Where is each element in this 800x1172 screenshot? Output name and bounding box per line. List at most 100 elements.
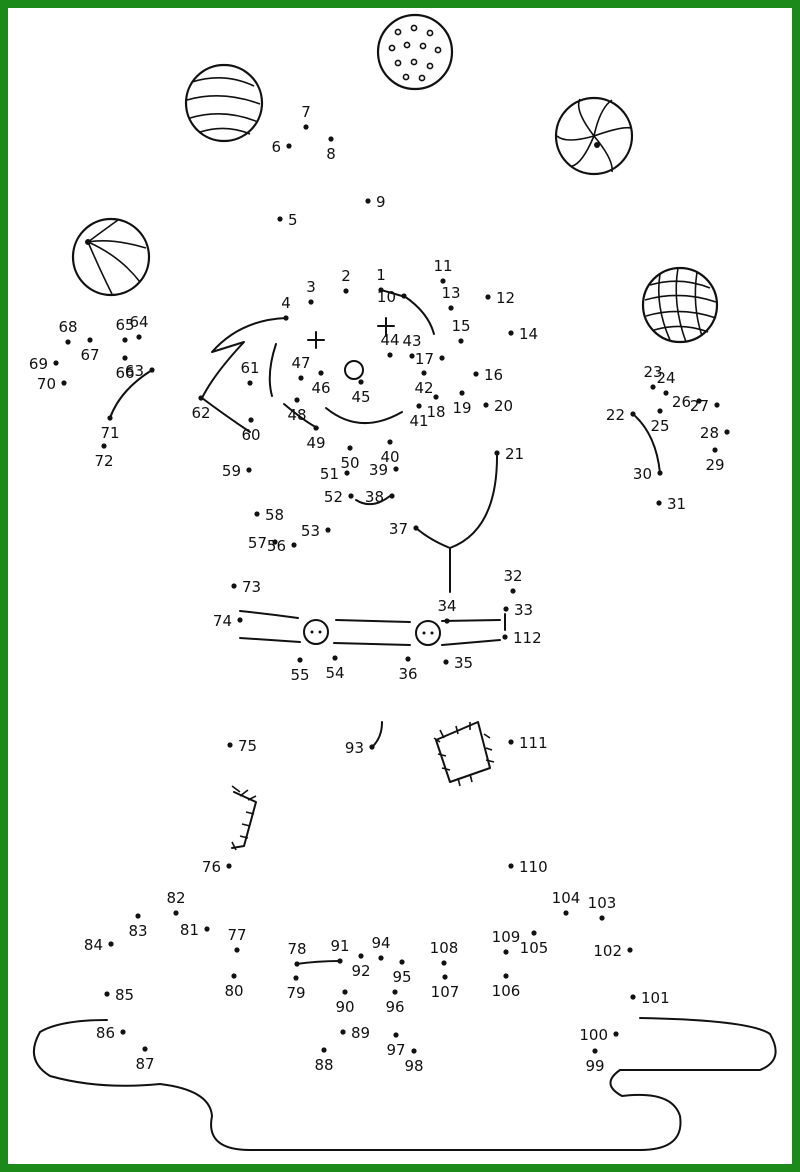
dot-label: 45 <box>351 388 370 406</box>
dot-36 <box>405 656 411 662</box>
dot-37 <box>413 525 419 531</box>
dot-51 <box>344 470 350 476</box>
dot-label: 50 <box>340 454 359 472</box>
dot-label: 59 <box>222 462 241 480</box>
dot-label: 104 <box>552 889 581 907</box>
dot-102 <box>627 947 633 953</box>
dot-label: 60 <box>241 426 260 444</box>
dot-label: 111 <box>519 734 548 752</box>
dot-103 <box>599 915 605 921</box>
dot-88 <box>321 1047 327 1053</box>
dot-label: 49 <box>306 434 325 452</box>
dot-106 <box>503 973 509 979</box>
dot-label: 71 <box>100 424 119 442</box>
dot-110 <box>508 863 514 869</box>
dot-72 <box>101 443 107 449</box>
dot-label: 65 <box>115 316 134 334</box>
dot-label: 47 <box>291 354 310 372</box>
dot-82 <box>173 910 179 916</box>
dot-66 <box>122 355 128 361</box>
dot-111 <box>508 739 514 745</box>
dot-label: 63 <box>125 362 144 380</box>
dot-label: 78 <box>287 940 306 958</box>
dot-9 <box>365 198 371 204</box>
dot-25 <box>657 408 663 414</box>
dot-label: 77 <box>227 926 246 944</box>
dot-label: 46 <box>311 379 330 397</box>
dot-101 <box>630 994 636 1000</box>
dot-23 <box>650 384 656 390</box>
dot-83 <box>135 913 141 919</box>
dot-64 <box>136 334 142 340</box>
dot-78 <box>294 961 300 967</box>
dot-99 <box>592 1048 598 1054</box>
dot-6 <box>286 143 292 149</box>
dot-76 <box>226 863 232 869</box>
dot-label: 4 <box>281 294 291 312</box>
dot-label: 79 <box>286 984 305 1002</box>
dot-label: 53 <box>301 522 320 540</box>
dot-label: 27 <box>690 397 709 415</box>
dot-label: 85 <box>115 986 134 1004</box>
dot-label: 112 <box>513 629 542 647</box>
dot-3 <box>308 299 314 305</box>
dot-label: 12 <box>496 289 515 307</box>
dot-59 <box>246 467 252 473</box>
dot-label: 96 <box>385 998 404 1016</box>
dot-label: 35 <box>454 654 473 672</box>
dot-4 <box>283 315 289 321</box>
dot-89 <box>340 1029 346 1035</box>
dot-label: 67 <box>80 346 99 364</box>
dot-label: 87 <box>135 1055 154 1073</box>
dot-13 <box>448 305 454 311</box>
dot-93 <box>369 744 375 750</box>
dot-label: 29 <box>705 456 724 474</box>
dot-56 <box>291 542 297 548</box>
dot-label: 86 <box>96 1024 115 1042</box>
dot-49 <box>313 425 319 431</box>
dot-label: 16 <box>484 366 503 384</box>
beach-ball-icon <box>554 96 634 176</box>
dot-label: 5 <box>288 211 298 229</box>
dot-68 <box>65 339 71 345</box>
dot-67 <box>87 337 93 343</box>
dot-label: 95 <box>392 968 411 986</box>
dot-label: 42 <box>414 379 433 397</box>
dot-label: 69 <box>29 355 48 373</box>
dot-label: 10 <box>377 288 396 306</box>
dot-42 <box>421 370 427 376</box>
dot-61 <box>247 380 253 386</box>
dot-label: 108 <box>430 939 459 957</box>
dot-label: 97 <box>386 1041 405 1059</box>
dot-label: 92 <box>351 962 370 980</box>
dot-label: 75 <box>238 737 257 755</box>
dot-label: 18 <box>426 403 445 421</box>
dot-50 <box>347 445 353 451</box>
dot-label: 51 <box>320 465 339 483</box>
dot-label: 6 <box>271 138 281 156</box>
dot-48 <box>294 397 300 403</box>
dot-label: 84 <box>84 936 103 954</box>
dot-18 <box>433 394 439 400</box>
dot-label: 68 <box>58 318 77 336</box>
dot-53 <box>325 527 331 533</box>
dot-label: 98 <box>404 1057 423 1075</box>
dot-94 <box>378 955 384 961</box>
dot-96 <box>392 989 398 995</box>
dot-label: 58 <box>265 506 284 524</box>
dot-label: 20 <box>494 397 513 415</box>
dot-label: 24 <box>656 369 675 387</box>
dot-label: 30 <box>633 465 652 483</box>
dot-label: 73 <box>242 578 261 596</box>
dot-97 <box>393 1032 399 1038</box>
dot-43 <box>409 353 415 359</box>
dot-label: 44 <box>380 331 399 349</box>
dot-label: 76 <box>202 858 221 876</box>
dot-105 <box>531 930 537 936</box>
dot-label: 54 <box>325 664 344 682</box>
dot-38 <box>389 493 395 499</box>
dot-label: 99 <box>585 1057 604 1075</box>
dot-46 <box>318 370 324 376</box>
